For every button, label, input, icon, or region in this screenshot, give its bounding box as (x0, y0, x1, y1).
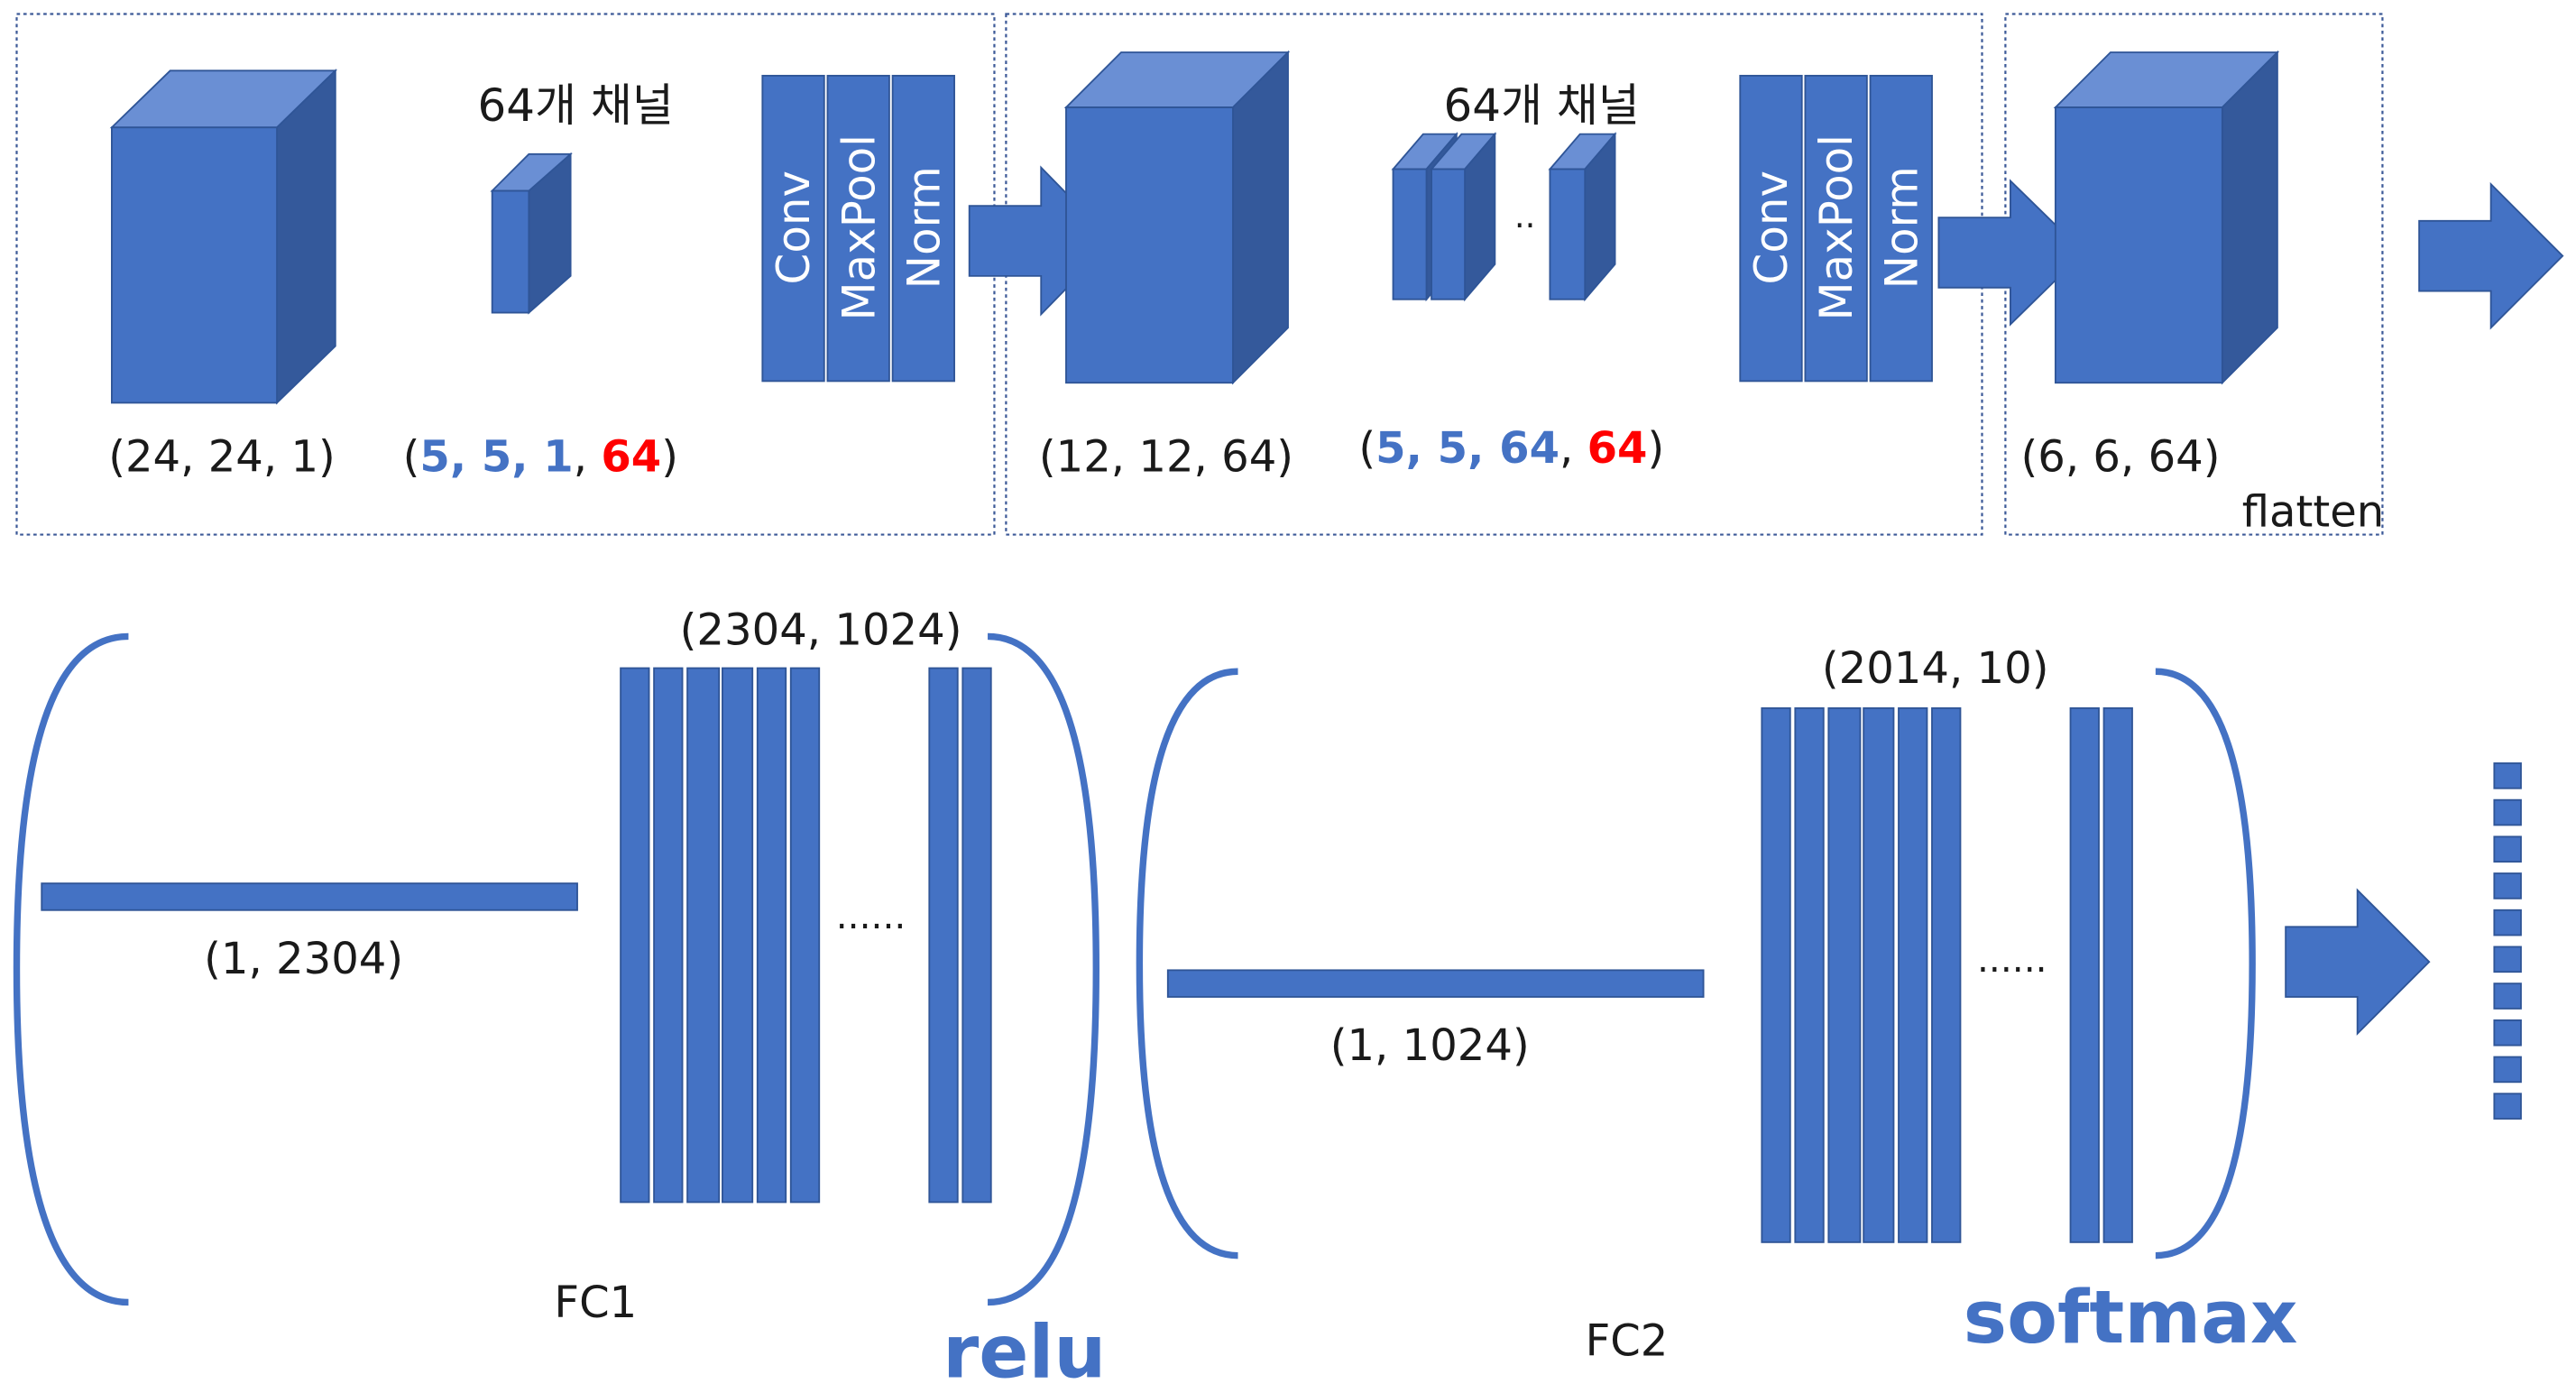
stage1-conv-label: Conv (768, 171, 820, 285)
output-unit (2493, 798, 2522, 826)
fc1-weight-column (653, 667, 684, 1204)
fc1-weight-column (620, 667, 650, 1204)
fc1-weight-shape: (2304, 1024) (680, 605, 962, 656)
stage2-kernel-ellipsis: .. (1514, 197, 1536, 235)
output-unit (2493, 1019, 2522, 1047)
stage1-maxpool-label: MaxPool (833, 134, 885, 321)
fc2-input-shape: (1, 1024) (1330, 1020, 1530, 1071)
volume-6x6x64 (2053, 50, 2280, 385)
stage2-conv-label: Conv (1745, 171, 1798, 285)
stage1-norm-label: Norm (897, 166, 950, 289)
stage3-output-shape: (6, 6, 64) (2021, 431, 2221, 482)
stage1-ops-block: Conv MaxPool Norm (761, 74, 955, 383)
fc1-weight-column (722, 667, 754, 1204)
stage1-channels-label: 64개 채널 (478, 79, 674, 132)
stage2-kernel-64 (1548, 132, 1617, 302)
fc2-weight-column (1863, 707, 1895, 1243)
fc2-weight-column (1898, 707, 1928, 1243)
stage1-kernel-volume (490, 152, 573, 315)
fc2-label: FC2 (1586, 1316, 1669, 1367)
fc2-weight-shape: (2014, 10) (1822, 643, 2049, 694)
stage2-to-stage3-arrow (1937, 179, 2085, 327)
stage2-norm-label: Norm (1875, 166, 1927, 289)
stage2-input-shape: (12, 12, 64) (1039, 431, 1293, 482)
fc2-weight-column (1794, 707, 1825, 1243)
stage2-kernel-shape: (5, 5, 64, 64) (1358, 423, 1664, 474)
flatten-arrow (2418, 181, 2564, 330)
fc1-input-shape: (1, 2304) (204, 934, 403, 984)
fc1-weight-column (756, 667, 787, 1204)
fc2-activation-softmax: softmax (1964, 1275, 2298, 1361)
flatten-label: flatten (2242, 486, 2385, 537)
output-unit (2493, 762, 2522, 789)
stage2-maxpool-block (1804, 74, 1868, 383)
fc2-weight-column (1761, 707, 1791, 1243)
fc2-weight-matrix (1761, 707, 2133, 1243)
stage1-norm-block (891, 74, 955, 383)
fc1-right-bracket (988, 632, 1099, 1306)
fc1-weight-column (928, 667, 959, 1204)
fc1-weight-column (961, 667, 992, 1204)
stage2-ops-block: Conv MaxPool Norm (1739, 74, 1933, 383)
stage1-conv-block (761, 74, 825, 383)
fc2-weight-column (1931, 707, 1962, 1243)
stage2-channels-label: 64개 채널 (1444, 79, 1640, 132)
stage1-maxpool-block (826, 74, 890, 383)
stage2-maxpool-label: MaxPool (1810, 134, 1863, 321)
fc1-input-vector (41, 882, 578, 911)
fc1-weight-column (789, 667, 821, 1204)
output-unit (2493, 872, 2522, 899)
fc2-left-bracket (1136, 668, 1238, 1259)
fc2-input-vector (1166, 969, 1705, 998)
stage1-input-shape: (24, 24, 1) (108, 431, 336, 482)
fc1-left-bracket (13, 632, 129, 1306)
fc2-weight-column (2102, 707, 2133, 1243)
fc1-column-ellipsis: ...... (836, 894, 906, 937)
output-unit (2493, 909, 2522, 936)
stage2-conv-block (1739, 74, 1803, 383)
input-volume-24x24x1 (109, 69, 338, 405)
stage2-kernel-2 (1430, 132, 1497, 302)
fc2-weight-column (1827, 707, 1862, 1243)
volume-12x12x64 (1063, 50, 1291, 385)
fc1-weight-column (686, 667, 721, 1204)
output-vector-10 (2493, 762, 2522, 1120)
fc1-weight-matrix (620, 667, 992, 1204)
output-arrow (2285, 888, 2431, 1036)
output-unit (2493, 1093, 2522, 1120)
output-unit (2493, 1056, 2522, 1084)
output-unit (2493, 946, 2522, 973)
fc1-activation-relu: relu (943, 1310, 1106, 1393)
fc2-weight-column (2069, 707, 2100, 1243)
stage2-norm-block (1869, 74, 1933, 383)
stage1-kernel-shape: (5, 5, 1, 64) (403, 431, 678, 482)
output-unit (2493, 835, 2522, 863)
fc1-label: FC1 (554, 1278, 637, 1328)
fc2-column-ellipsis: ...... (1977, 937, 2047, 981)
output-unit (2493, 982, 2522, 1010)
fc2-right-bracket (2155, 668, 2256, 1259)
